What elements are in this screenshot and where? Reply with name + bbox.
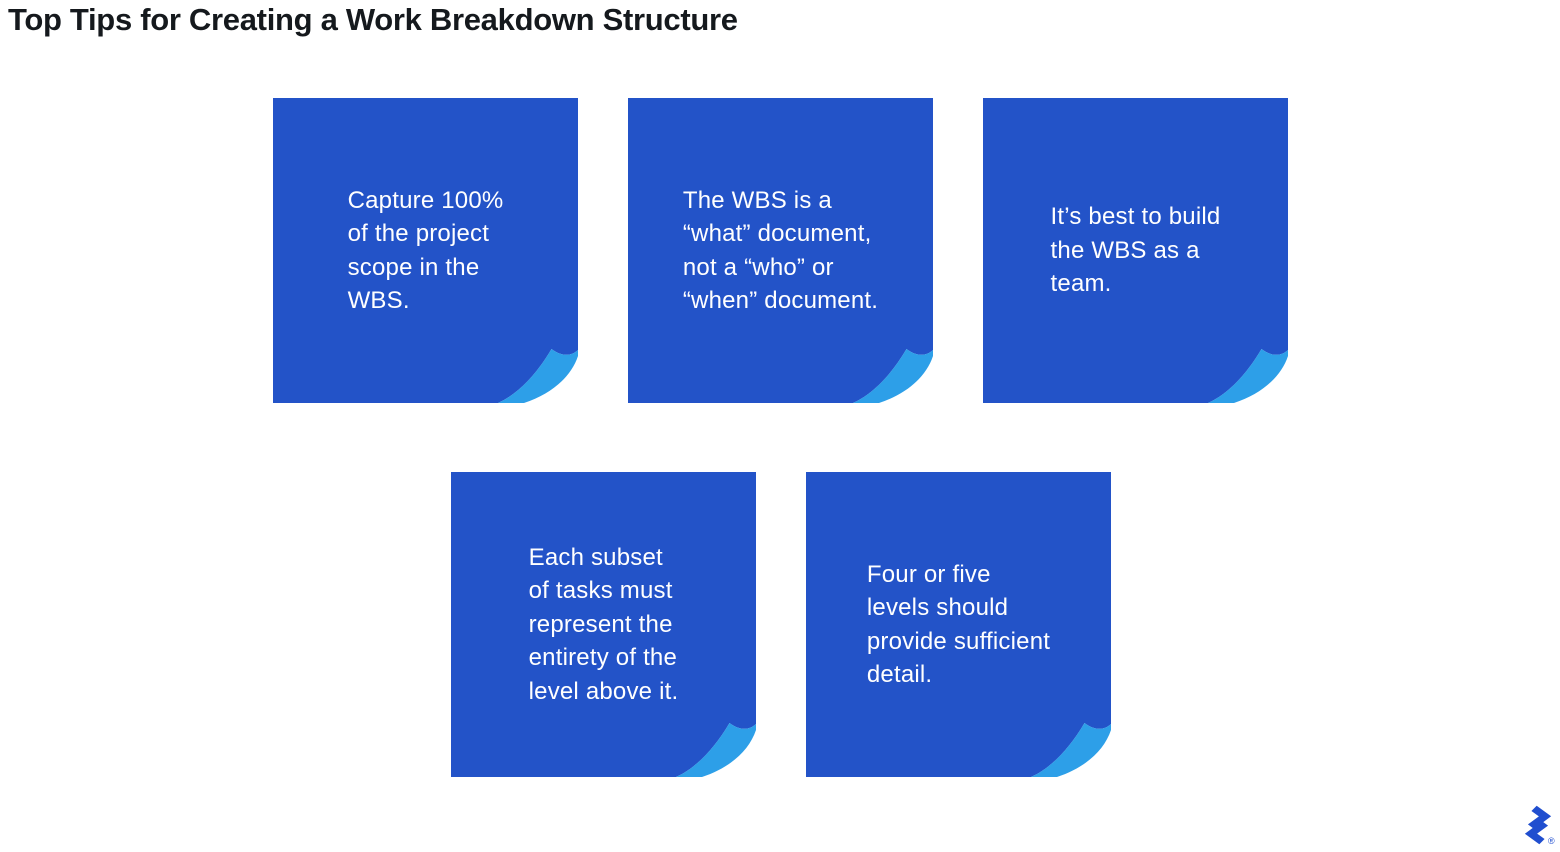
sticky-note-shape	[451, 472, 756, 777]
page-curl	[1208, 349, 1288, 403]
sticky-note-what-document: The WBS is a“what” document,not a “who” …	[628, 98, 933, 403]
page-title: Top Tips for Creating a Work Breakdown S…	[8, 2, 738, 37]
sticky-note-shape	[273, 98, 578, 403]
sticky-note-shape	[628, 98, 933, 403]
sticky-note-text: The WBS is a“what” document,not a “who” …	[682, 186, 879, 315]
page-curl	[498, 349, 578, 403]
page-curl	[1031, 723, 1111, 777]
sticky-note-shape	[983, 98, 1288, 403]
page-curl	[676, 723, 756, 777]
toptal-logo-icon	[1524, 805, 1552, 845]
page-curl	[853, 349, 933, 403]
registered-trademark: ®	[1548, 836, 1555, 846]
toptal-logo: ®	[1524, 803, 1560, 849]
sticky-note-shape	[806, 472, 1111, 777]
